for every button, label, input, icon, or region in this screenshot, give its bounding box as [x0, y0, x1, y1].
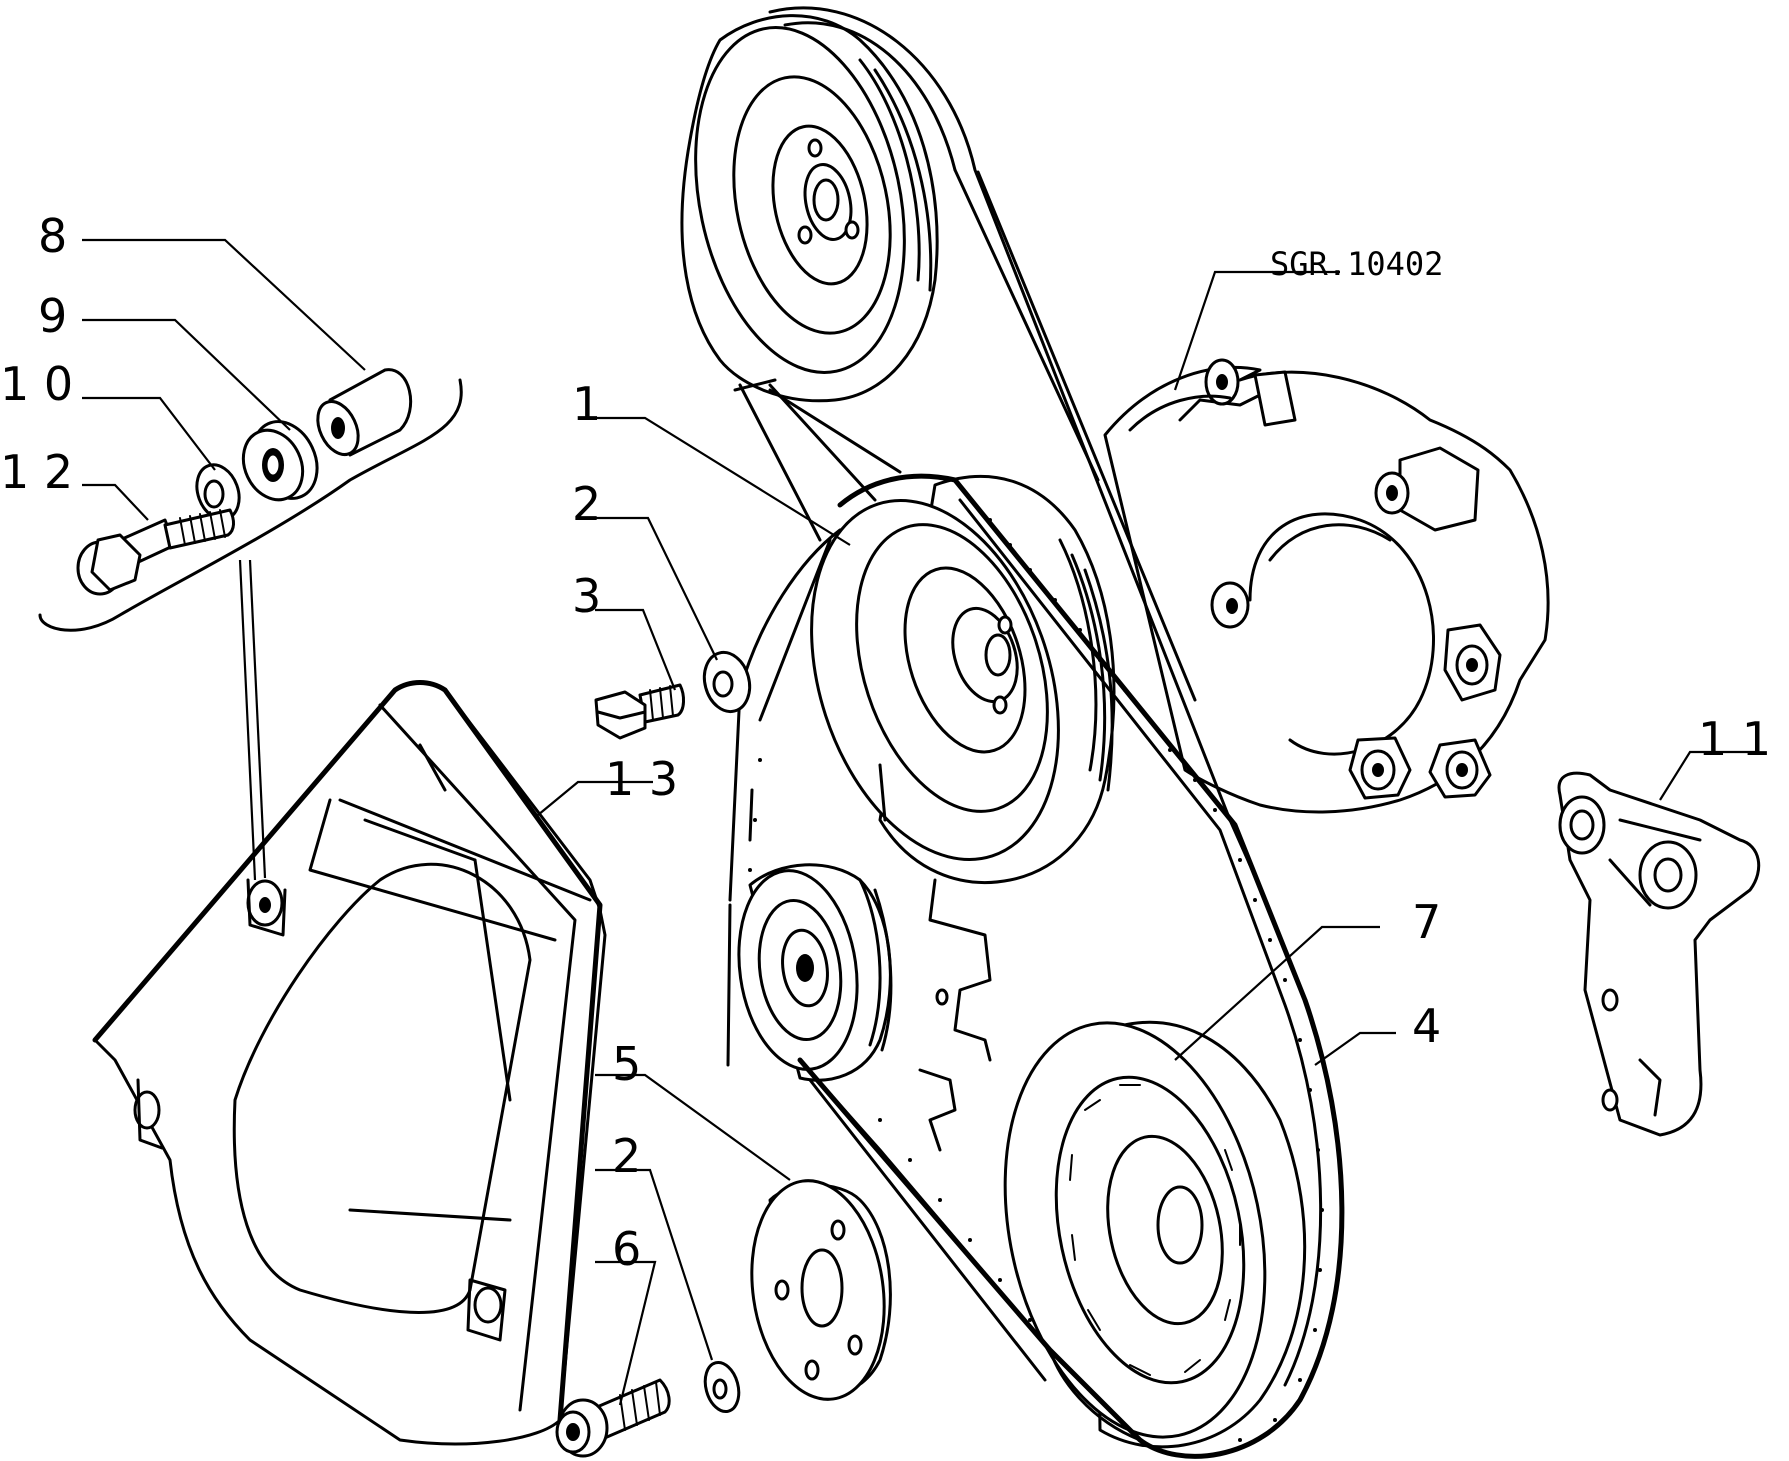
cap-screw-6	[555, 1378, 671, 1458]
washer-2-lower	[703, 1360, 741, 1414]
callout-8: 8	[38, 209, 67, 263]
callout-3: 3	[572, 569, 601, 623]
bracket-11	[1557, 771, 1761, 1137]
spacer-plate-5	[750, 1179, 892, 1401]
callout-1: 1	[572, 377, 601, 431]
belt-4	[728, 473, 1345, 1459]
callout-13: 1 3	[605, 752, 678, 806]
inset-boundary	[38, 378, 463, 632]
callout-2-upper: 2	[572, 477, 601, 531]
callout-7: 7	[1412, 895, 1441, 949]
callout-4: 4	[1412, 999, 1441, 1053]
mounting-bracket	[748, 763, 992, 1152]
callout-9: 9	[38, 289, 67, 343]
leader-lines	[82, 238, 1757, 1406]
sleeve-8	[316, 368, 413, 457]
upper-pulley	[680, 14, 939, 403]
grommet-9	[241, 420, 319, 502]
callout-10: 1 0	[0, 357, 73, 411]
callout-5: 5	[612, 1037, 641, 1091]
front-cover	[92, 680, 607, 1446]
middle-pulley	[810, 474, 1116, 884]
belt-1	[733, 6, 1252, 867]
drawing-reference: SGR.10402	[1270, 245, 1443, 283]
callout-12: 1 2	[0, 445, 73, 499]
bolt-12	[76, 508, 235, 596]
tensioner-pulley	[726, 863, 893, 1082]
timing-cover-housing	[1103, 358, 1550, 814]
bolt-3	[594, 683, 685, 740]
callout-11: 1 1	[1698, 712, 1771, 766]
washer-2-upper	[702, 650, 752, 714]
lower-pulley	[1003, 1020, 1307, 1449]
callout-6: 6	[612, 1222, 641, 1276]
callout-2-lower: 2	[612, 1129, 641, 1183]
